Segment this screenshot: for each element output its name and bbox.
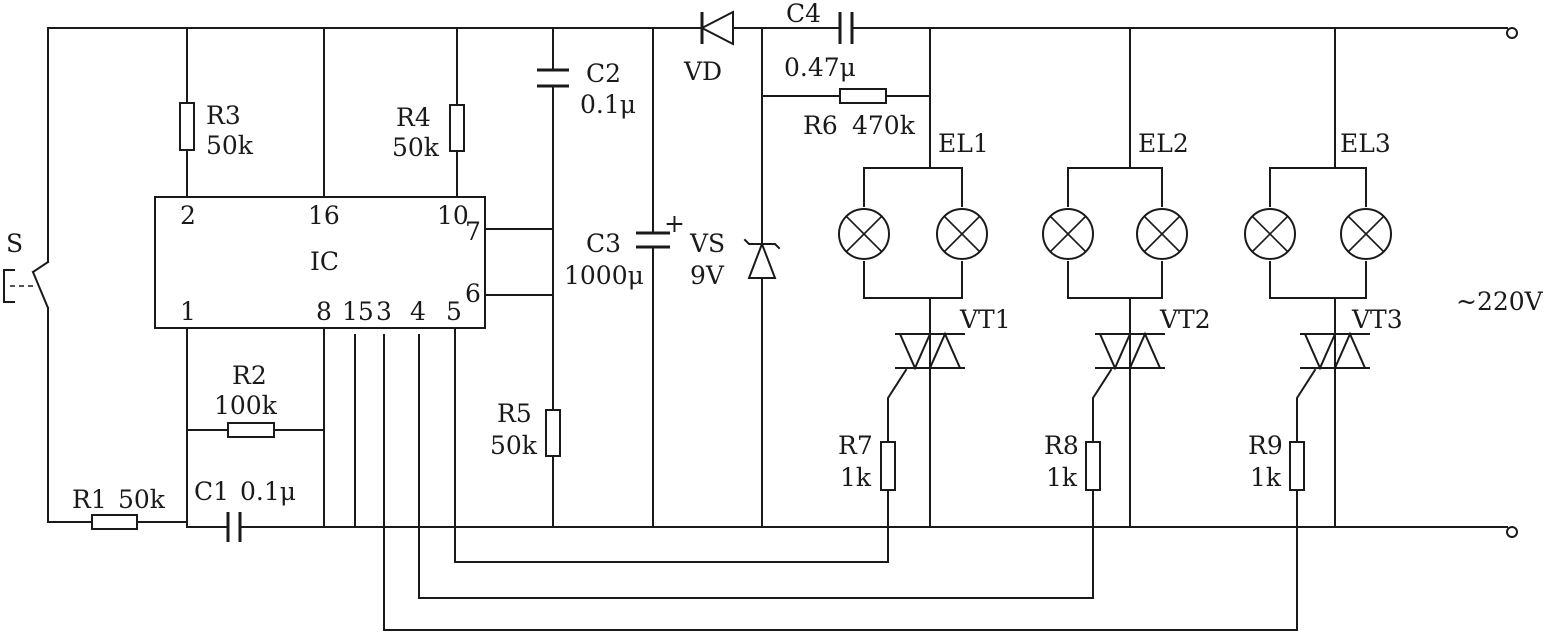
r4-ref: R4 <box>396 103 431 132</box>
ic-pin-1: 1 <box>180 297 196 326</box>
resistor-r9: R9 1k <box>1248 431 1305 492</box>
ic-pin-5: 5 <box>446 297 462 326</box>
el1-label: EL1 <box>938 129 989 158</box>
r1-ref: R1 <box>72 485 107 514</box>
wiring <box>47 27 1508 631</box>
r7-ref: R7 <box>838 431 873 460</box>
resistor-r6: R6 470k <box>803 88 916 140</box>
resistor-r8: R8 1k <box>1044 431 1101 492</box>
resistor-r2: R2 100k <box>214 361 278 438</box>
ic-pin-3: 3 <box>376 297 392 326</box>
switch-s: S <box>3 229 50 310</box>
el2-label: EL2 <box>1138 129 1189 158</box>
r9-ref: R9 <box>1248 431 1283 460</box>
triac-vt2: VT2 <box>1095 305 1211 371</box>
ic-pin-10: 10 <box>437 201 469 230</box>
ic-chip: IC 2 16 10 7 6 1 8 15 3 4 5 <box>154 196 486 329</box>
vd-ref: VD <box>683 57 722 86</box>
resistor-r3: R3 50k <box>179 101 254 160</box>
c1-value: 0.1μ <box>240 477 296 506</box>
lamp-group-el3: EL3 <box>1244 129 1392 260</box>
ic-pin-16: 16 <box>308 201 340 230</box>
c3-polarity: + <box>664 209 685 238</box>
r6-ref: R6 <box>803 111 838 140</box>
switch-label: S <box>6 229 23 258</box>
r8-ref: R8 <box>1044 431 1079 460</box>
ic-pin-15: 15 <box>342 297 374 326</box>
ic-label: IC <box>310 247 339 276</box>
c4-ref: C4 <box>786 0 821 28</box>
vt3-label: VT3 <box>1351 305 1403 334</box>
lamp-group-el2: EL2 <box>1042 129 1189 260</box>
c4-value: 0.47μ <box>784 53 856 82</box>
capacitor-c3: + C3 1000μ <box>564 209 685 290</box>
capacitor-c4: C4 0.47μ <box>784 0 856 82</box>
resistor-r4: R4 50k <box>392 103 465 162</box>
supply-label: ~220V <box>1456 287 1544 316</box>
r4-value: 50k <box>392 133 440 162</box>
el3-label: EL3 <box>1340 129 1391 158</box>
c3-value: 1000μ <box>564 261 644 290</box>
r3-ref: R3 <box>206 101 241 130</box>
ic-pin-4: 4 <box>410 297 426 326</box>
resistor-r1: R1 50k <box>72 485 166 530</box>
c1-ref: C1 <box>194 477 229 506</box>
diode-vd: VD <box>683 10 734 86</box>
ic-pin-6: 6 <box>465 279 481 308</box>
r3-value: 50k <box>206 131 254 160</box>
r5-ref: R5 <box>497 399 532 428</box>
r7-value: 1k <box>840 463 872 492</box>
r9-value: 1k <box>1250 463 1282 492</box>
r2-ref: R2 <box>232 361 267 390</box>
r6-value: 470k <box>852 111 916 140</box>
resistor-r7: R7 1k <box>838 431 896 492</box>
vs-ref: VS <box>689 229 725 258</box>
capacitor-c1: C1 0.1μ <box>194 477 296 542</box>
c2-ref: C2 <box>586 59 621 88</box>
c2-value: 0.1μ <box>580 90 636 119</box>
lamp-group-el1: EL1 <box>838 129 989 260</box>
c3-ref: C3 <box>586 229 621 258</box>
ic-pin-7: 7 <box>465 217 481 246</box>
r5-value: 50k <box>490 431 538 460</box>
r1-value: 50k <box>118 485 166 514</box>
resistor-r5: R5 50k <box>490 399 561 460</box>
triac-vt1: VT1 <box>895 305 1011 371</box>
vs-value: 9V <box>690 261 725 290</box>
r2-value: 100k <box>214 391 278 420</box>
vt2-label: VT2 <box>1159 305 1211 334</box>
supply-terminals <box>1506 27 1518 538</box>
capacitor-c2: C2 0.1μ <box>537 59 636 119</box>
vt1-label: VT1 <box>959 305 1011 334</box>
ic-pin-8: 8 <box>316 297 332 326</box>
triac-vt3: VT3 <box>1300 305 1403 371</box>
ic-pin-2: 2 <box>180 201 196 230</box>
zener-vs: VS 9V <box>689 229 781 290</box>
r8-value: 1k <box>1046 463 1078 492</box>
